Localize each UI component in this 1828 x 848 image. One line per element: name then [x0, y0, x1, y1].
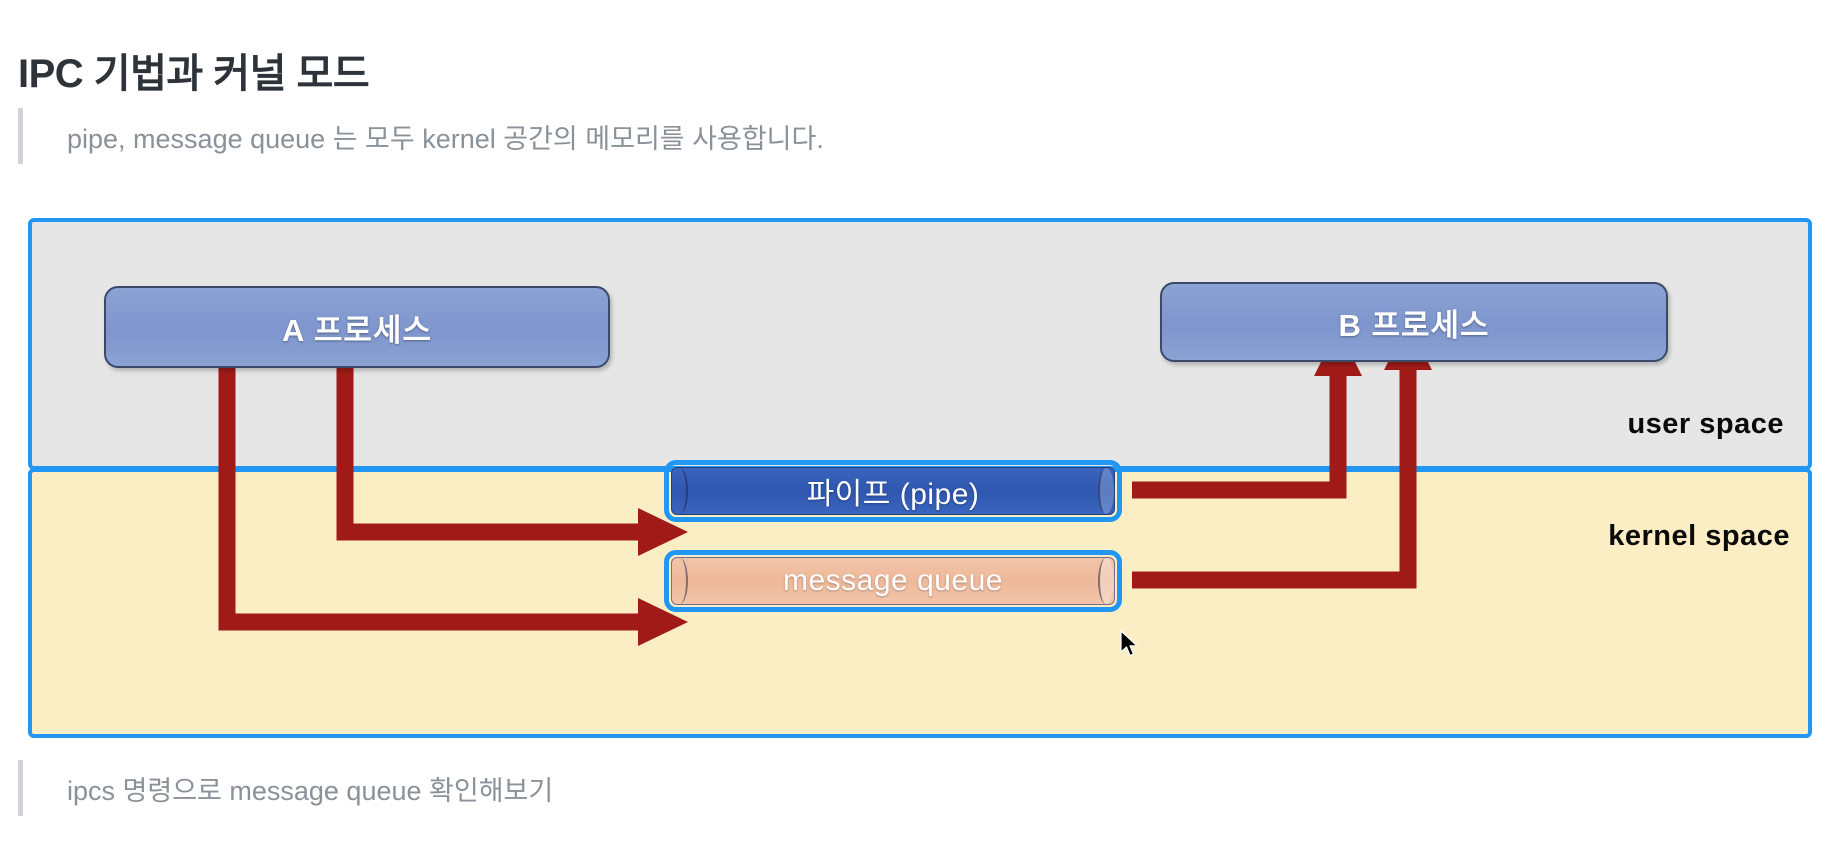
message-queue-shape-selected[interactable]: message queue [664, 550, 1122, 612]
cylinder-left-cap-icon [672, 468, 688, 514]
process-box-a[interactable]: A 프로세스 [104, 286, 610, 368]
cylinder-right-cap-icon [1098, 558, 1114, 604]
process-b-label: B 프로세스 [1338, 307, 1490, 343]
user-space-label: user space [1627, 408, 1784, 440]
quote-bar [18, 760, 23, 816]
message-queue-cylinder[interactable]: message queue [671, 557, 1115, 605]
quote-top-text: pipe, message queue 는 모두 kernel 공간의 메모리를… [67, 123, 824, 154]
mouse-cursor-icon [1120, 630, 1138, 657]
pipe-shape-selected[interactable]: 파이프 (pipe) [664, 460, 1122, 522]
page-title: IPC 기법과 커널 모드 [18, 51, 370, 96]
kernel-space-label: kernel space [1608, 520, 1790, 552]
ipc-diagram: user space kernel space A 프로세스 [28, 218, 1812, 738]
process-a-label: A 프로세스 [282, 312, 432, 348]
process-box-b[interactable]: B 프로세스 [1160, 282, 1668, 362]
pipe-cylinder[interactable]: 파이프 (pipe) [671, 467, 1115, 515]
cylinder-right-cap-icon [1098, 468, 1114, 514]
message-queue-label: message queue [783, 564, 1003, 597]
cylinder-left-cap-icon [672, 558, 688, 604]
pipe-label: 파이프 (pipe) [806, 478, 980, 511]
quote-bar [18, 108, 23, 164]
quote-bottom: ipcs 명령으로 message queue 확인해보기 [18, 760, 553, 816]
quote-bottom-text: ipcs 명령으로 message queue 확인해보기 [67, 775, 554, 806]
quote-top: pipe, message queue 는 모두 kernel 공간의 메모리를… [18, 108, 824, 164]
